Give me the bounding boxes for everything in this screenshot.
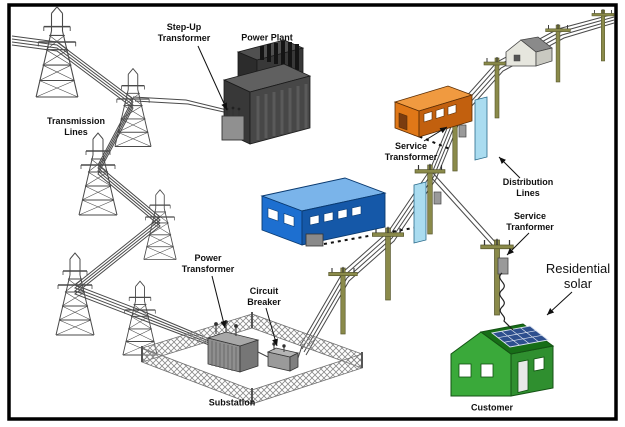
- label-arrow: [265, 307, 278, 347]
- pad-transformer: [305, 233, 324, 247]
- house-window: [458, 363, 472, 378]
- blue-panel: [474, 96, 488, 161]
- label-arrows: [197, 45, 573, 347]
- label-arrow: [211, 275, 227, 329]
- blue-panels: [413, 96, 488, 244]
- rooftop-solar-panel: [490, 325, 550, 348]
- pole-transformer: [458, 124, 467, 138]
- substation-fence-front: [141, 312, 363, 405]
- utility-poles: [328, 8, 615, 335]
- service-transformer-cylinder: [497, 257, 509, 275]
- substation-power-transformer: [206, 320, 260, 373]
- blue-panel: [413, 181, 427, 244]
- commercial-building-blue: [260, 177, 387, 247]
- service-drop-coil: [499, 272, 514, 331]
- label-arrow: [546, 291, 573, 316]
- commercial-building-orange: [393, 85, 474, 138]
- power-plant-building: [222, 39, 312, 145]
- customer-house: [450, 323, 555, 397]
- pole-transformer: [433, 191, 442, 205]
- small-house: [505, 36, 553, 67]
- house-window: [480, 363, 494, 378]
- label-arrow: [506, 232, 530, 256]
- house-window: [533, 356, 545, 372]
- transmission-lines: [11, 35, 234, 353]
- label-arrow: [423, 126, 448, 142]
- label-arrow: [498, 156, 521, 179]
- label-arrow: [197, 45, 228, 111]
- substation-circuit-breaker: [257, 342, 303, 372]
- house-door: [517, 359, 529, 394]
